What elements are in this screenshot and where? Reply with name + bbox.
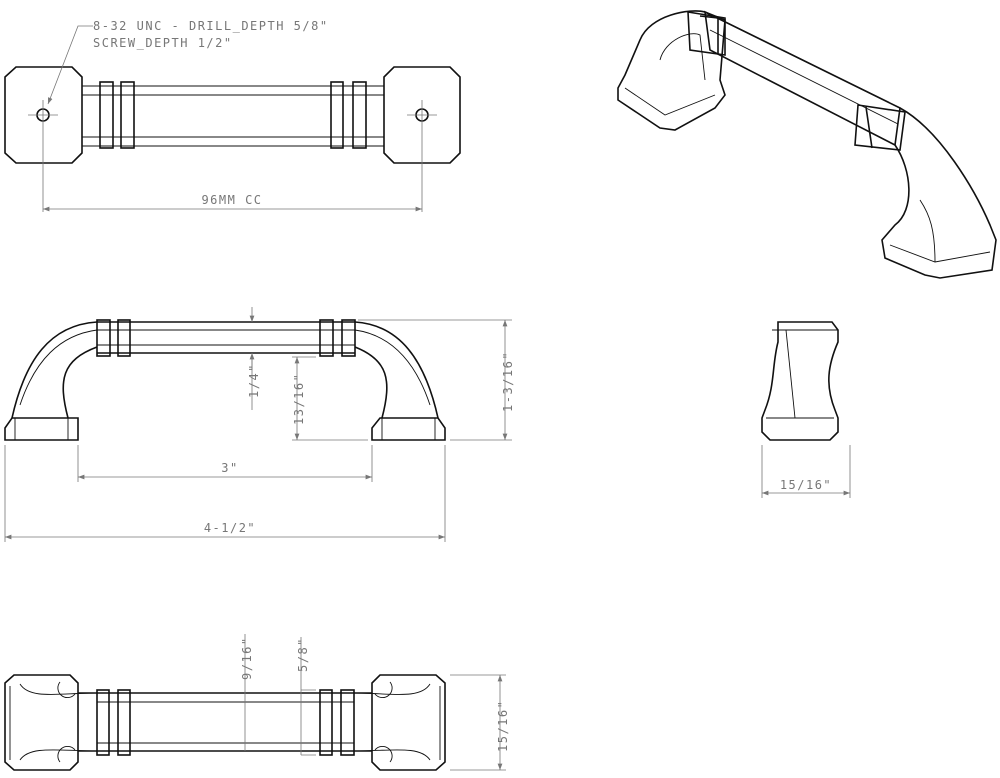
dim-bar-thickness: 1/4"	[247, 363, 261, 398]
right-base-pad	[383, 66, 461, 164]
left-foot	[4, 417, 79, 441]
dim-collar-width: 9/16"	[240, 636, 254, 680]
side-view: 15/16"	[761, 321, 851, 498]
right-foot	[371, 417, 446, 441]
left-base-pad	[4, 66, 83, 164]
callout-leader	[47, 25, 93, 105]
top-view: 8-32 UNC - DRILL_DEPTH 5/8" SCREW_DEPTH …	[4, 19, 461, 212]
dim-projection: 1-3/16"	[501, 351, 515, 412]
bottom-view: 9/16" 5/8" 15/16"	[4, 634, 510, 771]
dim-inner-span: 3"	[221, 461, 238, 475]
dim-overall-length: 4-1/2"	[204, 521, 256, 535]
dim-clearance: 13/16"	[292, 373, 306, 425]
callout-line1: 8-32 UNC - DRILL_DEPTH 5/8"	[93, 19, 329, 33]
callout-line2: SCREW_DEPTH 1/2"	[93, 36, 233, 50]
dim-base-width: 15/16"	[496, 700, 510, 752]
dim-bar-width: 5/8"	[296, 637, 310, 672]
front-view: 1/4" 13/16" 1-3/16" 3" 4-1/2"	[4, 307, 515, 542]
isometric-view	[617, 10, 997, 279]
dim-side-width: 15/16"	[780, 478, 832, 492]
collars	[99, 81, 367, 149]
dim-96mm: 96MM CC	[201, 193, 262, 207]
